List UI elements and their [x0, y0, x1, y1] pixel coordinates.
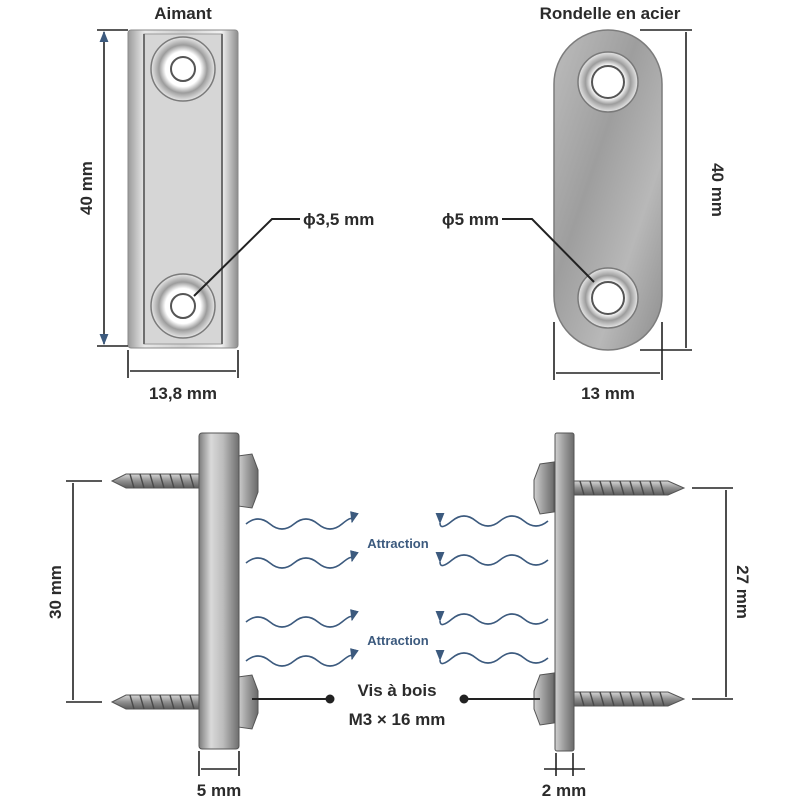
- washer-height-label: 40 mm: [708, 163, 727, 217]
- magnet-front-view: [127, 29, 239, 349]
- washer-width-dimension: [553, 322, 663, 380]
- attraction-waves-right: [435, 512, 549, 665]
- magnet-screw-top: [110, 453, 259, 509]
- attraction-waves-left: [245, 511, 359, 667]
- magnet-width-dimension: [127, 350, 239, 378]
- attraction-label-1: Attraction: [367, 536, 428, 551]
- washer-thickness-dimension: [544, 753, 585, 776]
- washer-side-view: [533, 432, 686, 752]
- screw-callout-leaders: [252, 694, 540, 704]
- washer-screw-spacing-dimension: [692, 487, 733, 700]
- magnet-side-view: [110, 432, 259, 750]
- washer-height-dimension: [640, 29, 692, 351]
- washer-hole-label: ϕ5 mm: [442, 210, 499, 229]
- washer-screw-top: [533, 461, 686, 515]
- magnet-screw-spacing-label: 30 mm: [46, 565, 65, 619]
- magnet-thickness-dimension: [198, 751, 240, 776]
- washer-title: Rondelle en acier: [540, 4, 681, 23]
- magnet-width-label: 13,8 mm: [149, 384, 217, 403]
- attraction-label-2: Attraction: [367, 633, 428, 648]
- magnet-screw-bottom: [110, 674, 259, 730]
- washer-screw-spacing-label: 27 mm: [733, 565, 752, 619]
- magnet-screw-spacing-dimension: [66, 480, 102, 703]
- screw-spec-line-2: M3 × 16 mm: [349, 710, 446, 729]
- magnet-thickness-label: 5 mm: [197, 781, 241, 800]
- magnet-hole-leader: [193, 218, 300, 297]
- magnet-height-dimension: [97, 29, 128, 347]
- magnet-height-label: 40 mm: [77, 161, 96, 215]
- magnet-hole-label: ϕ3,5 mm: [303, 210, 374, 229]
- washer-thickness-label: 2 mm: [542, 781, 586, 800]
- washer-front-view: [553, 29, 663, 351]
- screw-spec-line-1: Vis à bois: [357, 681, 436, 700]
- washer-width-label: 13 mm: [581, 384, 635, 403]
- washer-screw-bottom: [533, 672, 686, 726]
- washer-hole-leader: [502, 218, 595, 283]
- magnet-title: Aimant: [154, 4, 212, 23]
